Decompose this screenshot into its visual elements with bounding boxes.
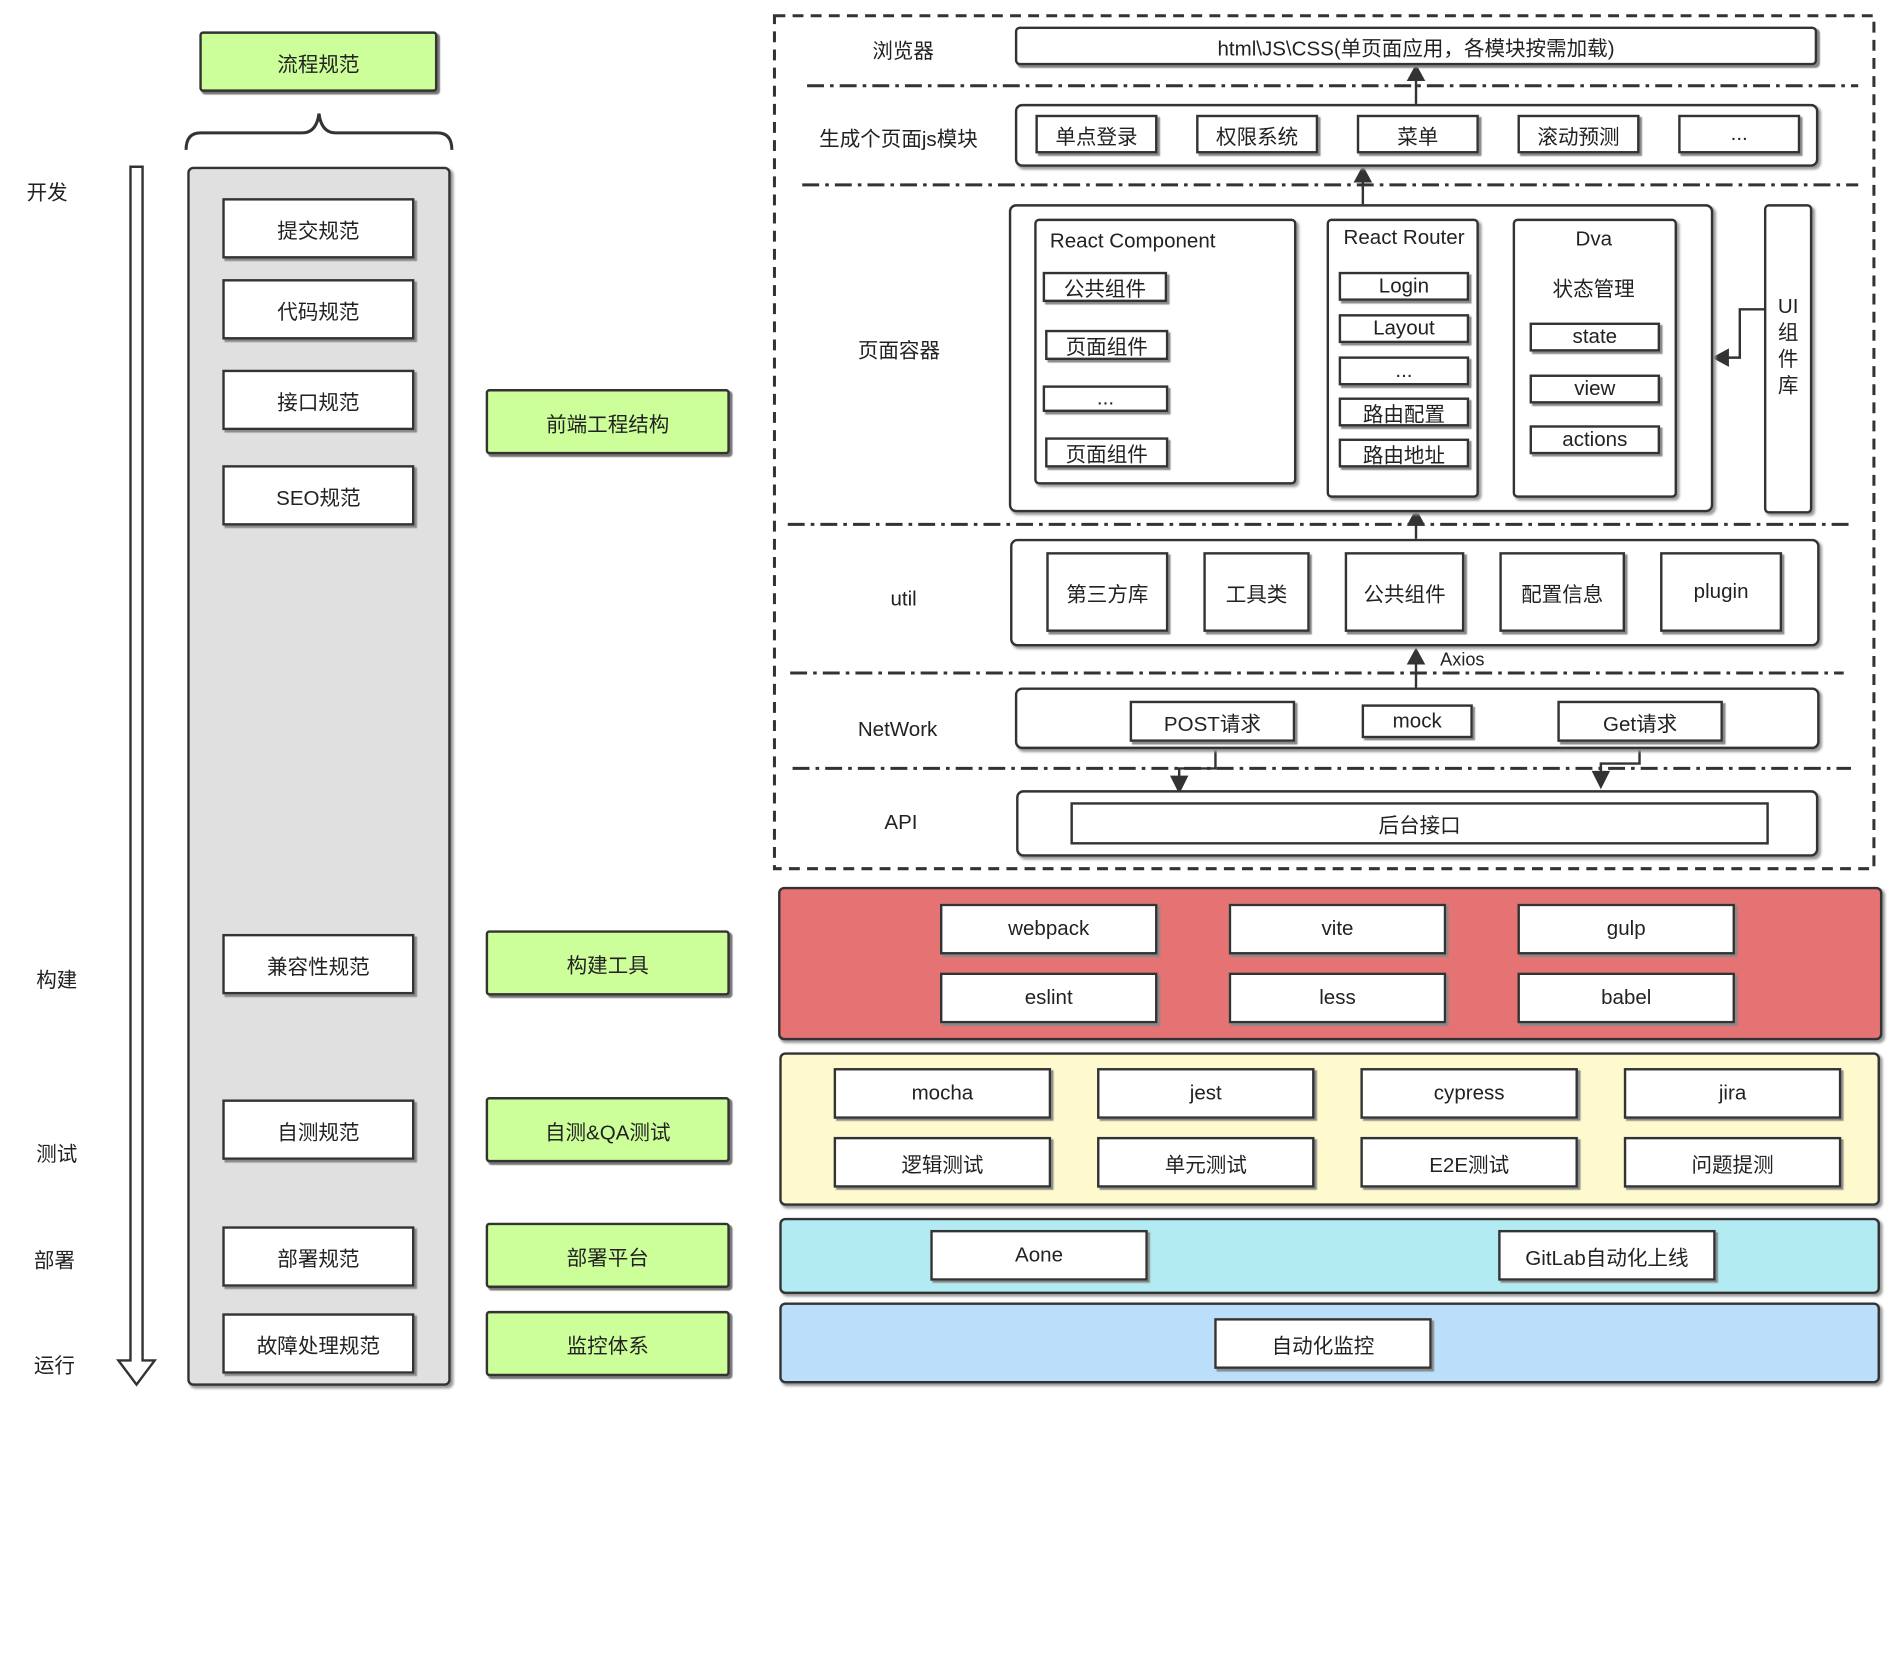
browser-box: html\JS\CSS(单页面应用，各模块按需加载) bbox=[1014, 26, 1818, 66]
curly-brace bbox=[184, 113, 454, 150]
test-issue: 问题提测 bbox=[1623, 1136, 1842, 1188]
network-post: POST请求 bbox=[1129, 700, 1296, 742]
category-build: 构建工具 bbox=[485, 930, 730, 996]
dva-title: Dva bbox=[1575, 227, 1613, 251]
network-get: Get请求 bbox=[1557, 700, 1723, 742]
test-jira: jira bbox=[1623, 1068, 1842, 1119]
react-router-title: React Router bbox=[1343, 225, 1465, 249]
category-test: 自测&QA测试 bbox=[485, 1097, 730, 1163]
spec-seo: SEO规范 bbox=[222, 465, 415, 526]
module-scroll: 滚动预测 bbox=[1517, 114, 1640, 154]
deploy-aone: Aone bbox=[930, 1229, 1148, 1281]
test-jest: jest bbox=[1097, 1068, 1315, 1119]
stage-deploy: 部署 bbox=[33, 1249, 75, 1273]
module-permission: 权限系统 bbox=[1196, 114, 1319, 154]
dva-state: state bbox=[1529, 322, 1661, 352]
api-backend: 后台接口 bbox=[1070, 802, 1769, 845]
deploy-gitlab: GitLab自动化上线 bbox=[1498, 1229, 1716, 1281]
tool-webpack: webpack bbox=[939, 903, 1158, 955]
process-spec-title: 流程规范 bbox=[199, 31, 438, 92]
test-mocha: mocha bbox=[833, 1068, 1052, 1119]
layer-jsmodule: 生成个页面js模块 bbox=[819, 128, 978, 152]
spec-selftest: 自测规范 bbox=[222, 1099, 415, 1160]
rc-page-1: 页面组件 bbox=[1045, 329, 1169, 361]
util-config: 配置信息 bbox=[1499, 552, 1626, 632]
ui-library-label: UI组件库 bbox=[1777, 294, 1799, 398]
dva-panel bbox=[1512, 218, 1677, 498]
structure-frame bbox=[772, 14, 1876, 871]
tool-vite: vite bbox=[1228, 903, 1447, 955]
util-plugin: plugin bbox=[1660, 552, 1783, 632]
react-component-title: React Component bbox=[1049, 229, 1216, 253]
router-login: Login bbox=[1338, 271, 1470, 301]
util-thirdparty: 第三方库 bbox=[1046, 552, 1169, 632]
test-e2e: E2E测试 bbox=[1360, 1136, 1578, 1188]
layer-container: 页面容器 bbox=[857, 339, 940, 363]
spec-commit: 提交规范 bbox=[222, 198, 415, 259]
monitor-auto: 自动化监控 bbox=[1214, 1318, 1432, 1369]
tool-babel: babel bbox=[1517, 972, 1735, 1024]
stage-test: 测试 bbox=[36, 1142, 78, 1166]
rc-page-2: 页面组件 bbox=[1045, 437, 1169, 468]
category-deploy: 部署平台 bbox=[485, 1222, 730, 1288]
test-cypress: cypress bbox=[1360, 1068, 1578, 1119]
spec-interface: 接口规范 bbox=[222, 369, 415, 431]
layer-network: NetWork bbox=[857, 717, 938, 741]
category-structure: 前端工程结构 bbox=[485, 389, 730, 455]
util-tools: 工具类 bbox=[1203, 552, 1310, 632]
dva-subtitle: 状态管理 bbox=[1552, 277, 1635, 301]
router-address: 路由地址 bbox=[1338, 438, 1470, 468]
module-sso: 单点登录 bbox=[1035, 114, 1158, 154]
module-menu: 菜单 bbox=[1356, 114, 1479, 154]
layer-api: API bbox=[884, 810, 918, 834]
category-monitor: 监控体系 bbox=[485, 1310, 730, 1377]
tool-less: less bbox=[1228, 972, 1447, 1024]
layer-browser: 浏览器 bbox=[872, 39, 934, 63]
router-layout: Layout bbox=[1338, 314, 1470, 344]
dva-view: view bbox=[1529, 374, 1661, 404]
timeline-arrow bbox=[115, 165, 158, 1387]
dva-actions: actions bbox=[1529, 425, 1661, 455]
module-more: ... bbox=[1678, 114, 1801, 154]
router-more: ... bbox=[1338, 356, 1470, 386]
rc-more: ... bbox=[1042, 385, 1169, 412]
ui-library-panel bbox=[1763, 204, 1813, 514]
tool-eslint: eslint bbox=[939, 972, 1158, 1024]
layer-util: util bbox=[890, 587, 917, 611]
test-logic: 逻辑测试 bbox=[833, 1136, 1052, 1188]
spec-compat: 兼容性规范 bbox=[222, 933, 415, 995]
spec-deploy: 部署规范 bbox=[222, 1226, 415, 1287]
util-common: 公共组件 bbox=[1344, 552, 1465, 632]
network-mock: mock bbox=[1361, 704, 1473, 739]
rc-common: 公共组件 bbox=[1042, 271, 1168, 303]
test-unit: 单元测试 bbox=[1097, 1136, 1315, 1188]
tool-gulp: gulp bbox=[1517, 903, 1735, 955]
router-config: 路由配置 bbox=[1338, 397, 1470, 427]
spec-incident: 故障处理规范 bbox=[222, 1313, 415, 1374]
stage-build: 构建 bbox=[36, 968, 78, 992]
stage-develop: 开发 bbox=[26, 181, 68, 205]
spec-code: 代码规范 bbox=[222, 279, 415, 340]
stage-run: 运行 bbox=[33, 1354, 75, 1378]
axios-label: Axios bbox=[1440, 650, 1485, 671]
